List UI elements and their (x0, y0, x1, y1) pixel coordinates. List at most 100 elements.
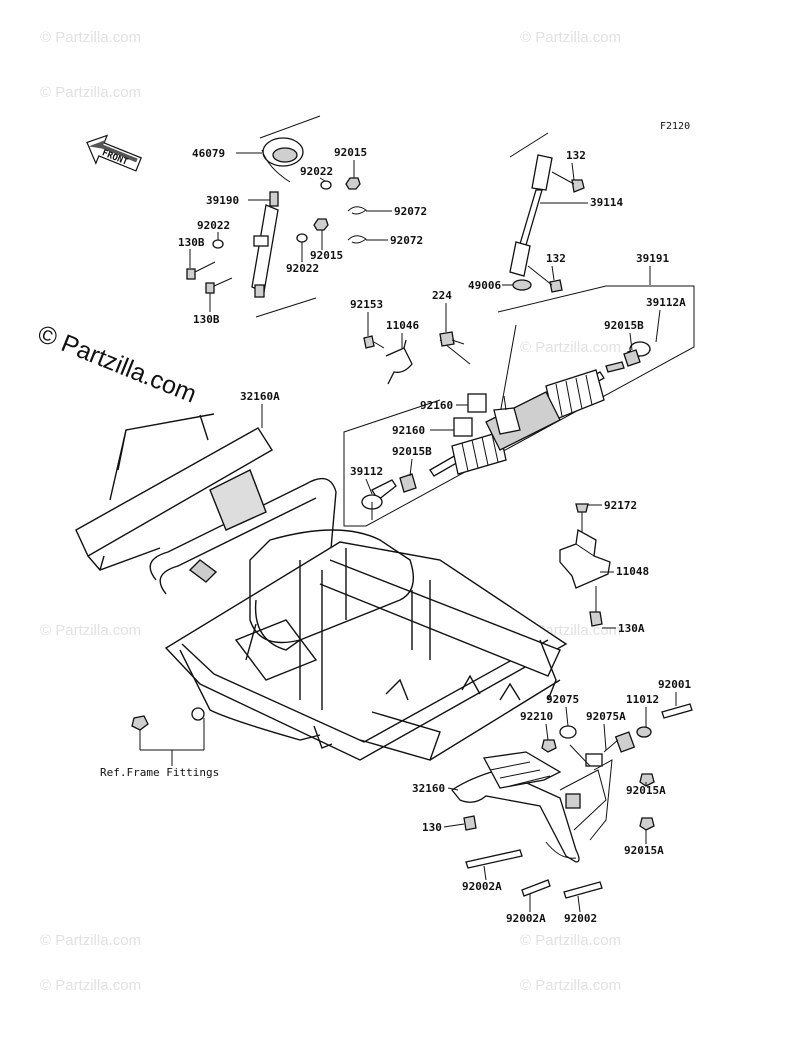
washer-part (296, 233, 308, 243)
bolt-part (439, 331, 455, 347)
part-label: 92002 (564, 912, 597, 925)
part-label: 92072 (390, 234, 423, 247)
watermark: © Partzilla.com (40, 622, 141, 639)
part-label: 92015 (334, 146, 367, 159)
watermark: © Partzilla.com (520, 932, 621, 949)
part-label: 39114 (590, 196, 623, 209)
labels-bumper: 92001 92075 11012 92210 92075A 92015A 32… (412, 678, 691, 925)
steering-column-part (251, 204, 279, 293)
part-label: 224 (432, 289, 452, 302)
part-label: 92172 (604, 499, 637, 512)
front-arrow-icon: FRONT (86, 134, 142, 172)
rack-housing-part (485, 391, 561, 451)
part-label: 92002A (462, 880, 502, 893)
copyright-text: © Partzilla.com (34, 320, 201, 409)
part-label: 132 (566, 149, 586, 162)
part-label: 39191 (636, 252, 669, 265)
bolt-part (589, 611, 603, 627)
part-label: 92015A (626, 784, 666, 797)
part-label: 11046 (386, 319, 419, 332)
labels-top-center: 132 39114 132 49006 (468, 149, 623, 292)
bolt-part (563, 881, 603, 899)
part-label: 49006 (468, 279, 501, 292)
frame-group: 32160A (75, 390, 568, 761)
part-label: 92022 (286, 262, 319, 275)
nut-part (541, 739, 557, 753)
bolt-part (463, 815, 477, 831)
part-label: 92022 (300, 165, 333, 178)
part-label: 92015B (604, 319, 644, 332)
bushing-part (467, 393, 487, 413)
part-label: 39190 (206, 194, 239, 207)
bushing-part (453, 417, 473, 437)
part-label: 92001 (658, 678, 691, 691)
watermark: © Partzilla.com (40, 29, 141, 46)
part-label: 92002A (506, 912, 546, 925)
watermark: © Partzilla.com (40, 977, 141, 994)
nut-part (639, 773, 655, 787)
shaft-part (519, 189, 543, 246)
bolt-part (363, 335, 375, 349)
watermark: © Partzilla.com (520, 339, 621, 356)
part-label: 130 (422, 821, 442, 834)
washer-part (320, 180, 332, 190)
watermark: © Partzilla.com (520, 29, 621, 46)
part-label: 132 (546, 252, 566, 265)
diagram-code: F2120 (660, 121, 690, 132)
nut-part (639, 817, 655, 831)
part-label: 92015 (310, 249, 343, 262)
washer-part (212, 239, 224, 249)
nut-part (636, 726, 652, 738)
part-label: 92210 (520, 710, 553, 723)
part-label: 92072 (394, 205, 427, 218)
part-label: 92160 (392, 424, 425, 437)
part-label: 39112 (350, 465, 383, 478)
bracket-11048-group: 92172 11048 130A (559, 499, 649, 635)
labels-rack: 39191 224 92153 39112A 11046 92015B 9216… (350, 252, 686, 495)
part-label: 92015B (392, 445, 432, 458)
ref-frame-fittings: Ref.Frame Fittings (100, 707, 219, 779)
bracket-part (559, 528, 611, 589)
part-label: 92075A (586, 710, 626, 723)
bracket-part (385, 339, 413, 385)
bolt-part (661, 703, 693, 719)
lower-joint-part (509, 241, 531, 277)
bushing-part (559, 725, 577, 739)
watermark-layer: © Partzilla.com © Partzilla.com © Partzi… (40, 29, 621, 994)
part-label: 92075 (546, 693, 579, 706)
upper-joint-part (531, 154, 553, 191)
clip-part (347, 206, 367, 215)
pinion-part (493, 407, 521, 435)
nut-part (345, 177, 361, 190)
watermark: © Partzilla.com (520, 977, 621, 994)
part-label: 32160 (412, 782, 445, 795)
nut-part (399, 473, 417, 493)
bolt-part (521, 879, 551, 897)
part-label: 11012 (626, 693, 659, 706)
part-label: 130B (193, 313, 220, 326)
bolt-part (549, 279, 563, 293)
part-label: 130B (178, 236, 205, 249)
part-label: 46079 (192, 147, 225, 160)
front-bumper-part (451, 769, 580, 863)
part-label: 39112A (646, 296, 686, 309)
boot-part (451, 431, 507, 475)
part-label: 92153 (350, 298, 383, 311)
part-label: 32160A (240, 390, 280, 403)
nut-part (623, 349, 641, 367)
part-label: 92015A (624, 844, 664, 857)
part-label: 11048 (616, 565, 649, 578)
watermark: © Partzilla.com (40, 932, 141, 949)
bolt-part (186, 268, 196, 280)
clip-part (347, 235, 367, 244)
steering-rack-group (343, 285, 695, 527)
ref-frame-fittings-label: Ref.Frame Fittings (100, 766, 219, 779)
part-label: 130A (618, 622, 645, 635)
bolt-part (575, 503, 589, 513)
nut-part (313, 218, 329, 231)
front-bumper-group (451, 703, 693, 899)
part-label: 92160 (420, 399, 453, 412)
part-label: 92022 (197, 219, 230, 232)
bolt-part (465, 849, 523, 869)
